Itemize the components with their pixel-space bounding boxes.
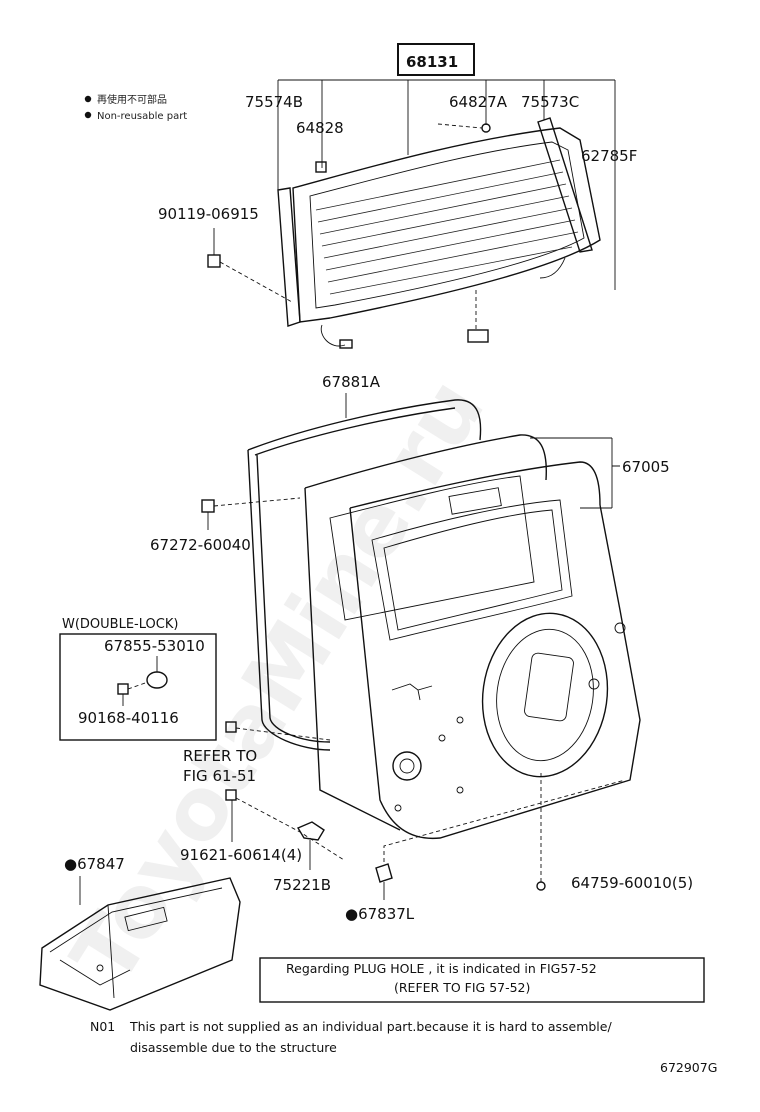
label-refer-to[interactable]: REFER TO — [183, 747, 257, 765]
plug-hole-note: Regarding PLUG HOLE , it is indicated in… — [259, 957, 705, 1003]
label-62785F[interactable]: 62785F — [581, 147, 637, 165]
legend-bullet-icon — [84, 111, 92, 119]
dash-90119 — [219, 261, 293, 303]
legend-en: Non-reusable part — [97, 111, 187, 122]
bracket-67005 — [530, 437, 620, 509]
footnote-code: N01 — [90, 1019, 115, 1034]
footnote: N01 This part is not supplied as an indi… — [90, 1019, 612, 1055]
connector-left — [339, 339, 353, 349]
clip-64828[interactable] — [315, 161, 327, 173]
wire-left — [320, 324, 346, 347]
label-refer-fig[interactable]: FIG 61-51 — [183, 767, 256, 785]
label-67847[interactable]: ●67847 — [64, 855, 125, 873]
clip-64759-60010[interactable] — [536, 881, 546, 891]
label-75573C[interactable]: 75573C — [521, 93, 579, 111]
trim-panel-67847[interactable] — [39, 877, 241, 1011]
label-67881A[interactable]: 67881A — [322, 373, 381, 391]
molding-75574B[interactable] — [277, 187, 301, 327]
label-64759-60010[interactable]: 64759-60010(5) — [571, 874, 693, 892]
figure-id: 672907G — [660, 1060, 717, 1075]
label-75221B[interactable]: 75221B — [273, 876, 331, 894]
double-lock-title: W(DOUBLE-LOCK) — [62, 617, 178, 632]
bolt-90119-06915[interactable] — [207, 228, 221, 268]
label-67272-60040[interactable]: 67272-60040 — [150, 536, 251, 554]
label-64828[interactable]: 64828 — [296, 119, 344, 137]
dash-67837L — [383, 779, 626, 862]
label-64827A[interactable]: 64827A — [449, 93, 508, 111]
svg-text:68131: 68131 — [406, 53, 458, 71]
note-line2[interactable]: (REFER TO FIG 57-52) — [394, 980, 530, 995]
label-91621-60614[interactable]: 91621-60614(4) — [180, 846, 302, 864]
footnote-line1: This part is not supplied as an individu… — [129, 1019, 612, 1034]
legend-bullet-icon — [84, 95, 92, 103]
dash-double-lock — [127, 681, 149, 690]
bolt-refer[interactable] — [225, 721, 237, 733]
footnote-line2: disassemble due to the structure — [130, 1040, 337, 1055]
part-90168-40116[interactable] — [117, 683, 129, 695]
label-90119-06915[interactable]: 90119-06915 — [158, 205, 259, 223]
label-75574B[interactable]: 75574B — [245, 93, 303, 111]
note-line1: Regarding PLUG HOLE , it is indicated in… — [286, 961, 597, 976]
bracket-75221B[interactable] — [296, 821, 325, 841]
back-door-panel-67005[interactable] — [304, 434, 641, 840]
clip-64827A[interactable] — [481, 123, 491, 133]
bolt-91621-60614[interactable] — [225, 789, 237, 801]
legend: 再使用不可部品 Non-reusable part — [84, 93, 187, 122]
label-67855-53010[interactable]: 67855-53010 — [104, 637, 205, 655]
dash-67272 — [213, 497, 301, 507]
label-90168-40116[interactable]: 90168-40116 — [78, 709, 179, 727]
callout-68131[interactable]: 68131 — [397, 43, 475, 76]
molding-75573C[interactable] — [537, 117, 593, 253]
wire-right — [539, 257, 566, 279]
double-lock-box: W(DOUBLE-LOCK) 67855-53010 90168-40116 — [59, 617, 217, 741]
part-67837L[interactable] — [375, 863, 393, 883]
back-glass-assembly[interactable] — [292, 127, 601, 323]
weatherstrip-67881A[interactable] — [247, 399, 482, 751]
label-67005[interactable]: 67005 — [622, 458, 670, 476]
dash-64827A — [437, 123, 483, 129]
double-lock-frame — [59, 633, 217, 741]
part-67855-53010[interactable] — [146, 671, 168, 689]
plug-67272-60040[interactable] — [201, 499, 215, 513]
legend-jp: 再使用不可部品 — [97, 93, 167, 106]
label-67837L[interactable]: ●67837L — [345, 905, 415, 923]
dash-refer — [235, 727, 331, 741]
defogger-lines — [315, 159, 579, 295]
plug-glass — [467, 329, 489, 343]
watermark: ToyotaMine.ru — [53, 362, 504, 1001]
